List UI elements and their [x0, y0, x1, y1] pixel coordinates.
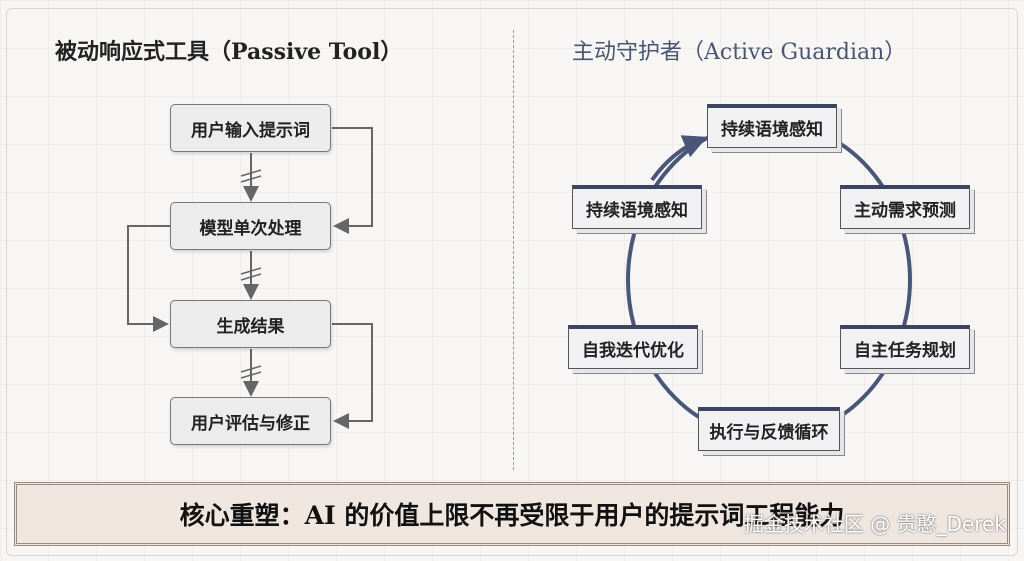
step-model-single-process: 模型单次处理	[170, 202, 331, 250]
cycle-ring	[626, 120, 912, 440]
node-execution-feedback: 执行与反馈循环	[698, 407, 840, 451]
divider	[513, 30, 514, 470]
step-user-input-prompt: 用户输入提示词	[170, 104, 331, 152]
active-guardian-title: 主动守护者（Active Guardian）	[572, 40, 907, 65]
break-marks	[240, 169, 262, 379]
core-banner: 核心重塑：AI 的价值上限不再受限于用户的提示词工程能力	[14, 482, 1010, 546]
passive-tool-title: 被动响应式工具（Passive Tool）	[55, 39, 403, 65]
passive-arrows	[127, 127, 373, 429]
node-self-optimization: 自我迭代优化	[568, 325, 698, 369]
node-task-planning: 自主任务规划	[840, 325, 970, 369]
watermark: 掘金技术社区 @ 贵憨_Derek	[743, 512, 1006, 536]
step-user-evaluate: 用户评估与修正	[170, 397, 331, 445]
cycle-arrow	[650, 135, 708, 182]
node-need-prediction: 主动需求预测	[840, 185, 970, 229]
node-context-awareness-left: 持续语境感知	[572, 185, 702, 229]
node-context-awareness-top: 持续语境感知	[707, 104, 837, 148]
canvas-frame	[6, 8, 1018, 556]
step-generate-result: 生成结果	[170, 300, 331, 348]
